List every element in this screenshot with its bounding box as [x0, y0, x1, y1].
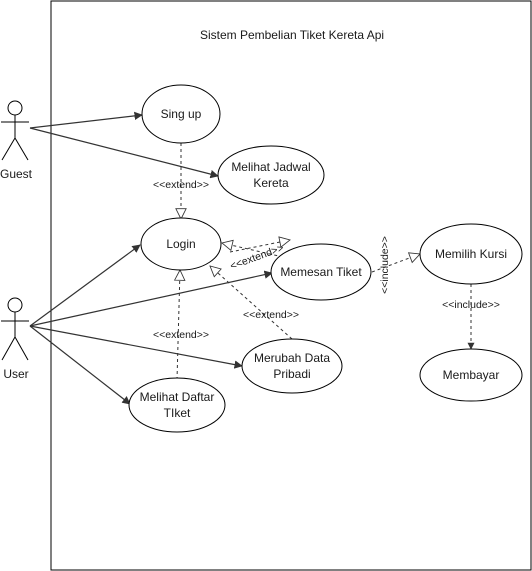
- actor-guest[interactable]: Guest: [0, 100, 33, 181]
- actor-user-leg-left: [1, 336, 16, 361]
- use-case-jadwal-label-line1: Melihat Jadwal: [231, 160, 310, 174]
- assoc-user-memesan: [29, 270, 273, 327]
- use-case-memesan-label: Memesan Tiket: [280, 265, 362, 279]
- use-case-jadwal[interactable]: Melihat Jadwal Kereta: [217, 145, 325, 205]
- use-case-memesan[interactable]: Memesan Tiket: [270, 243, 372, 301]
- use-case-merubah-label-line2: Pribadi: [273, 367, 310, 381]
- label-include-kursi: <<include>>: [442, 299, 500, 311]
- use-case-membayar-label: Membayar: [443, 368, 500, 382]
- actor-user-label: User: [3, 367, 28, 381]
- use-case-merubah[interactable]: Merubah Data Pribadi: [241, 338, 343, 394]
- use-case-daftar-label-line2: TIket: [164, 406, 191, 420]
- extend-merubah-login: [210, 266, 293, 340]
- actor-user[interactable]: User: [1, 297, 29, 381]
- include-memesan-kursi: [371, 254, 420, 273]
- label-extend-merubah: <<extend>>: [243, 309, 299, 321]
- actor-user-leg-right: [14, 336, 29, 361]
- extend-login-memesan: [229, 240, 290, 253]
- use-case-merubah-label-line1: Merubah Data: [254, 351, 330, 365]
- actor-guest-leg-right: [14, 137, 29, 161]
- actor-guest-leg-left: [1, 137, 16, 161]
- assoc-guest-signup: [29, 111, 143, 129]
- use-case-daftar[interactable]: Melihat Daftar TIket: [128, 377, 226, 433]
- use-case-kursi-label: Memilih Kursi: [435, 247, 507, 261]
- use-case-daftar-label-line1: Melihat Daftar: [140, 390, 215, 404]
- use-case-membayar[interactable]: Membayar: [419, 348, 523, 402]
- extend-daftar-login: [177, 270, 180, 381]
- use-case-kursi[interactable]: Memilih Kursi: [419, 223, 523, 285]
- use-case-jadwal-label-line2: Kereta: [253, 176, 289, 190]
- assoc-user-daftar: [29, 325, 131, 405]
- assoc-user-login: [29, 244, 141, 327]
- label-extend-daftar: <<extend>>: [153, 329, 209, 341]
- actor-guest-label: Guest: [0, 167, 33, 181]
- extend-memesan-login: [222, 243, 284, 258]
- use-case-login[interactable]: Login: [140, 217, 222, 271]
- use-case-signup-label: Sing up: [161, 107, 202, 121]
- use-case-login-label: Login: [166, 237, 195, 251]
- label-extend-signup: <<extend>>: [153, 179, 209, 191]
- system-title: Sistem Pembelian Tiket Kereta Api: [200, 28, 384, 42]
- use-case-signup[interactable]: Sing up: [141, 84, 221, 144]
- actor-guest-head: [7, 100, 23, 116]
- assoc-user-merubah: [29, 325, 243, 369]
- assoc-guest-jadwal: [29, 127, 219, 179]
- label-include-memesan: <<include>>: [379, 236, 391, 294]
- actor-user-head: [7, 297, 23, 313]
